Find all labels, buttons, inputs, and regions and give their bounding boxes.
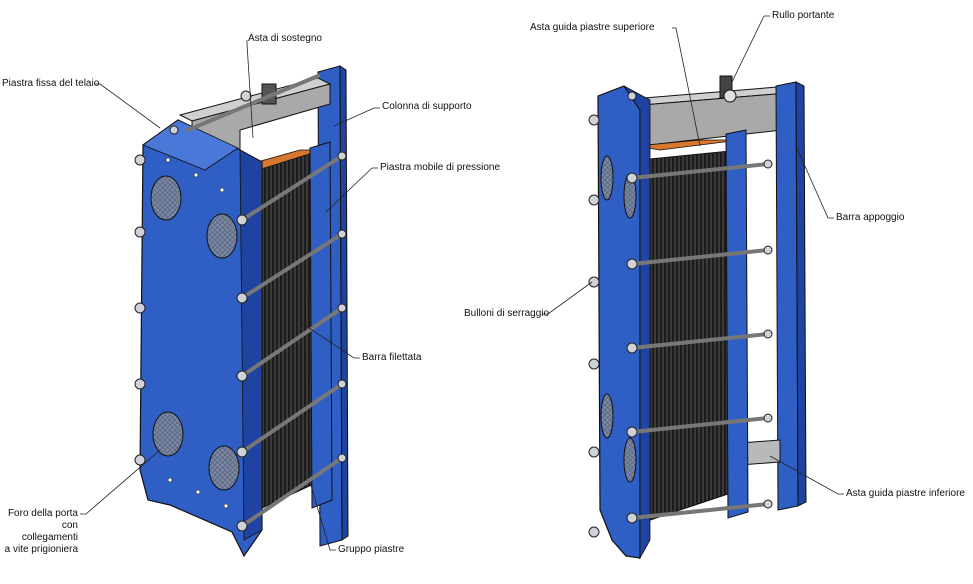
label-foro-porta-line3: a vite prigioniera — [4, 544, 78, 555]
label-bulloni-serraggio: Bulloni di serraggio — [464, 308, 550, 319]
right-fixed-plate — [597, 85, 641, 559]
right-tie-rods — [630, 162, 770, 520]
left-port-hole — [150, 175, 182, 221]
label-foro-porta-line2: con collegamenti — [21, 520, 78, 543]
label-piastra-mobile: Piastra mobile di pressione — [380, 162, 501, 173]
label-colonna-supporto: Colonna di supporto — [382, 101, 472, 112]
label-rullo-portante: Rullo portante — [772, 10, 835, 21]
right-exchanger — [588, 75, 807, 560]
label-gruppo-piastre: Gruppo piastre — [338, 544, 405, 555]
label-asta-guida-superiore: Asta guida piastre superiore — [530, 22, 655, 33]
label-barra-appoggio: Barra appoggio — [836, 212, 905, 223]
label-asta-sostegno: Asta di sostegno — [248, 33, 322, 44]
right-roller — [723, 89, 737, 103]
label-foro-porta: Foro della porta con collegamenti a vite… — [4, 508, 78, 556]
label-asta-guida-inferiore: Asta guida piastre inferiore — [846, 488, 965, 499]
right-bolts — [588, 91, 773, 538]
leader-lines — [80, 15, 844, 551]
label-foro-porta-line1: Foro della porta — [7, 508, 78, 519]
label-barra-filettata: Barra filettata — [362, 352, 422, 363]
left-tie-rods — [186, 74, 344, 528]
right-plate-pack — [638, 149, 741, 521]
left-bolts — [134, 90, 347, 532]
label-piastra-fissa: Piastra fissa del telaio — [2, 78, 100, 89]
left-exchanger — [134, 65, 349, 558]
